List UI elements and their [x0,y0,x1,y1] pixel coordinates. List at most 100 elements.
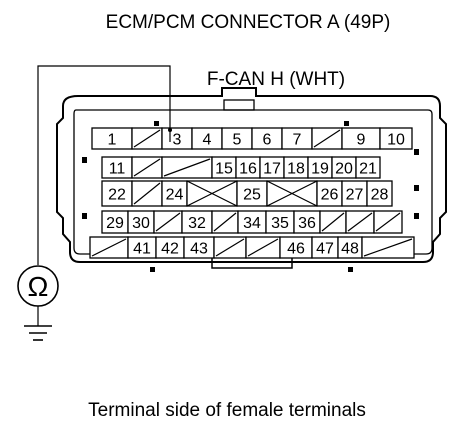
terminal-7: 7 [281,127,313,150]
terminal-number: 11 [109,161,126,178]
terminal-34: 34 [237,210,267,234]
terminal-blank [361,236,415,259]
terminal-47: 47 [311,236,339,259]
terminal-blank [131,156,163,179]
terminal-number: 42 [161,241,179,258]
terminal-number: 15 [215,161,233,178]
terminal-blank [311,127,343,150]
terminal-number: 30 [132,215,150,232]
terminal-28: 28 [366,180,393,207]
terminal-blank [153,210,183,234]
housing-inner [73,109,433,255]
terminal-number: 19 [311,161,329,178]
terminal-24: 24 [161,180,188,207]
terminal-blank [161,156,213,179]
terminal-number: 43 [190,241,208,258]
probe-wire [37,65,171,265]
terminal-number: 1 [108,132,117,149]
terminal-blank [131,180,163,207]
housing-outer [56,87,447,263]
ground-icon [24,325,52,341]
terminal-46: 46 [279,236,313,259]
terminal-4: 4 [191,127,223,150]
terminal-1: 1 [91,127,133,150]
terminal-number: 24 [166,187,184,204]
terminal-number: 34 [243,215,261,232]
terminal-35: 35 [265,210,295,234]
terminal-11: 11 [101,156,133,179]
terminal-15: 15 [211,156,237,179]
terminal-32: 32 [181,210,213,234]
top-latch [223,99,255,111]
ohm-symbol-icon: Ω [28,271,49,302]
diagram-title: ECM/PCM CONNECTOR A (49P) [106,12,391,33]
terminal-9: 9 [341,127,381,150]
terminal-16: 16 [235,156,261,179]
wire-label: F-CAN H (WHT) [207,69,345,90]
terminal-blank [89,236,129,259]
terminal-number: 18 [287,161,305,178]
terminal-cross [266,180,318,207]
terminal-number: 26 [321,187,339,204]
terminal-43: 43 [183,236,215,259]
terminal-number: 16 [239,161,257,178]
terminal-48: 48 [337,236,363,259]
connector-housing [56,87,447,269]
terminal-number: 46 [287,241,305,258]
terminal-20: 20 [331,156,357,179]
terminal-number: 6 [263,132,272,149]
terminal-5: 5 [221,127,253,150]
terminal-41: 41 [127,236,157,259]
terminal-blank [213,236,247,259]
terminal-30: 30 [127,210,155,234]
terminal-number: 41 [133,241,151,258]
terminal-number: 35 [271,215,289,232]
terminal-number: 25 [243,187,261,204]
terminal-cross [186,180,238,207]
terminal-number: 10 [387,132,405,149]
terminal-number: 17 [263,161,281,178]
terminal-number: 21 [359,161,377,178]
terminal-3: 3 [161,127,193,150]
terminal-6: 6 [251,127,283,150]
terminal-blank [345,210,375,234]
terminal-22: 22 [101,180,133,207]
terminal-27: 27 [341,180,368,207]
ohmmeter: Ω [17,265,59,307]
terminal-19: 19 [307,156,333,179]
terminal-number: 32 [188,215,206,232]
terminal-blank [319,210,347,234]
terminal-25: 25 [236,180,268,207]
terminal-21: 21 [355,156,381,179]
terminal-blank [245,236,281,259]
terminal-number: 20 [335,161,353,178]
terminal-blank [131,127,163,150]
terminal-number: 7 [293,132,302,149]
terminal-number: 5 [233,132,242,149]
terminal-blank [211,210,239,234]
terminal-29: 29 [101,210,129,234]
terminal-number: 47 [316,241,334,258]
bottom-key [211,254,293,269]
diagram-caption: Terminal side of female terminals [88,400,366,421]
terminal-10: 10 [379,127,413,150]
terminal-number: 29 [106,215,124,232]
terminal-number: 27 [346,187,364,204]
terminal-26: 26 [316,180,343,207]
terminal-number: 22 [108,187,126,204]
terminal-18: 18 [283,156,309,179]
terminal-number: 3 [173,132,182,149]
terminal-number: 48 [341,241,359,258]
terminal-blank [373,210,403,234]
terminal-42: 42 [155,236,185,259]
locating-tabs [82,121,419,272]
terminal-number: 4 [203,132,212,149]
terminal-number: 28 [371,187,389,204]
terminal-number: 36 [298,215,316,232]
terminal-17: 17 [259,156,285,179]
terminal-36: 36 [293,210,321,234]
terminal-number: 9 [357,132,366,149]
